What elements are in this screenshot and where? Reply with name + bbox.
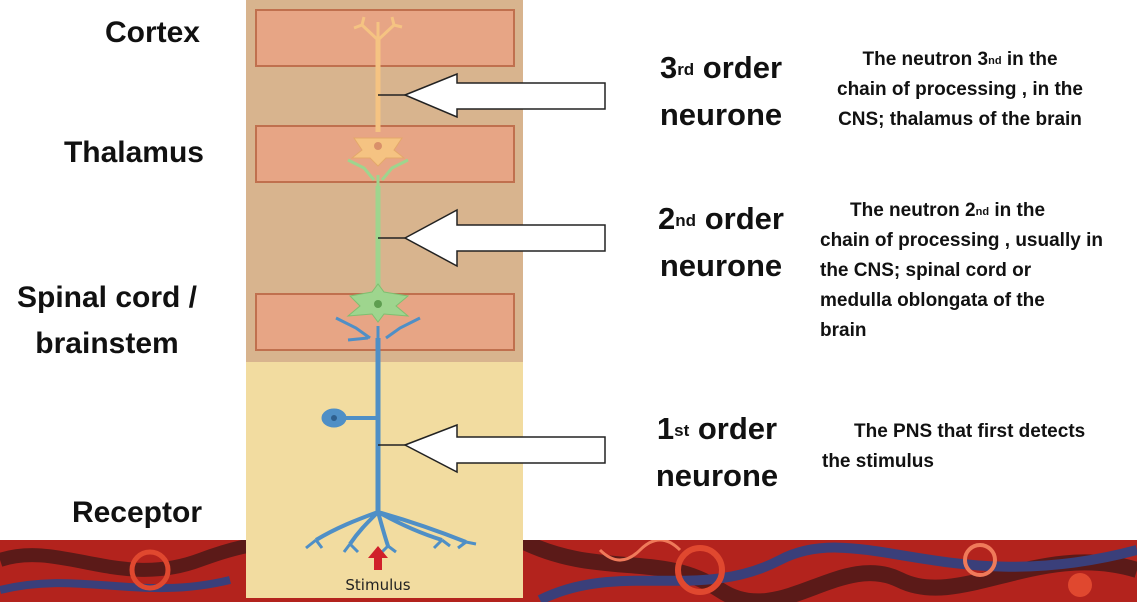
label-spinal-cord: Spinal cord / brainstem (0, 275, 214, 367)
second-order-suffix: nd (675, 211, 697, 230)
decorative-footer-band (0, 540, 1137, 602)
third-order-neuron (350, 16, 406, 167)
label-spinal-line2: brainstem (35, 327, 179, 360)
first-order-neuron (305, 316, 477, 554)
third-desc-sup: nd (988, 55, 1002, 67)
third-desc-line2: chain of processing , in the (837, 79, 1083, 100)
second-order-number: 2 (658, 201, 676, 236)
second-desc-sup: nd (975, 206, 990, 218)
third-desc-pre: The neutron 3 (862, 49, 989, 70)
second-desc-line5: brain (820, 320, 867, 341)
first-order-word: order (689, 411, 778, 446)
cortex-region-box (255, 9, 515, 67)
label-spinal-line1: Spinal cord / (16, 281, 198, 314)
first-order-title: 1st order neurone (632, 405, 802, 499)
second-desc-line4: medulla oblongata of the (820, 290, 1045, 311)
second-order-neurone: neurone (659, 248, 783, 283)
first-desc-line2: the stimulus (822, 451, 934, 472)
lower-background (246, 362, 523, 598)
stimulus-label: Stimulus (345, 576, 410, 594)
first-order-suffix: st (674, 421, 690, 440)
label-cortex: Cortex (104, 16, 200, 49)
first-desc-line1: The PNS that first detects (854, 421, 1086, 442)
third-order-number: 3 (659, 50, 678, 85)
neuron-diagram: Stimulus (246, 0, 523, 598)
second-desc-pre: The neutron 2 (850, 200, 976, 221)
second-order-neuron (346, 158, 410, 323)
label-thalamus: Thalamus (63, 136, 204, 169)
first-order-number: 1 (656, 411, 675, 446)
third-order-neurone: neurone (659, 97, 783, 132)
third-order-word: order (694, 50, 783, 85)
second-desc-line3: the CNS; spinal cord or (820, 260, 1032, 281)
third-desc-line3: CNS; thalamus of the brain (838, 109, 1082, 130)
third-order-suffix: rd (677, 60, 695, 79)
second-order-description: The neutron 2nd in the chain of processi… (820, 196, 1135, 346)
first-order-neurone: neurone (655, 458, 779, 493)
third-order-title: 3rd order neurone (636, 44, 806, 138)
footer-pattern (0, 540, 1137, 602)
second-order-word: order (696, 201, 784, 236)
first-order-description: The PNS that first detects the stimulus (822, 417, 1122, 477)
neuron-pathway-figure: Stimulus (246, 0, 523, 598)
second-desc-post: in the (989, 200, 1046, 221)
label-receptor: Receptor (71, 496, 202, 529)
third-order-description: The neutron 3nd in the chain of processi… (810, 45, 1110, 135)
stimulus-arrow-icon (368, 546, 388, 570)
second-desc-line2: chain of processing , usually in (820, 230, 1103, 251)
second-order-title: 2nd order neurone (636, 195, 806, 289)
third-desc-post: in the (1001, 49, 1058, 70)
